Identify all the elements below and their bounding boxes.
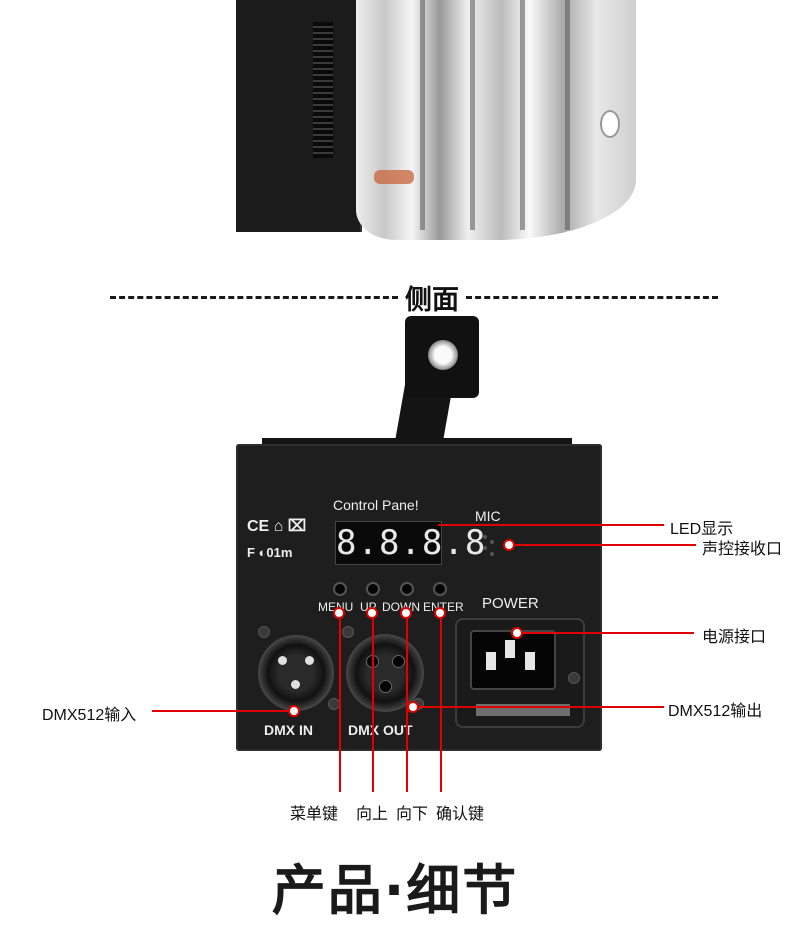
xlr-pin	[278, 656, 287, 665]
power-label: POWER	[482, 595, 539, 612]
power-pin	[505, 640, 515, 658]
dome-reflection	[374, 170, 414, 184]
callout-dot-power	[511, 627, 523, 639]
section-title: 产品·细节	[271, 859, 519, 922]
power-pin	[525, 652, 535, 670]
callout-dot-down	[400, 607, 412, 619]
bracket-hole	[428, 340, 458, 370]
callout-dot-menu	[333, 607, 345, 619]
callout-line-dmx-in	[152, 710, 294, 712]
mic-hole	[483, 535, 487, 539]
light-housing	[236, 0, 362, 232]
callout-dot-enter	[434, 607, 446, 619]
callout-label-enter: 确认键	[436, 806, 485, 823]
callout-line-up	[372, 612, 374, 792]
callout-dot-dmx-out	[407, 701, 419, 713]
panel-title: Control Pane!	[333, 497, 419, 513]
enter-button[interactable]	[433, 582, 447, 596]
callout-label-power: 电源接口	[702, 629, 767, 646]
callout-line-dmx-out	[414, 706, 664, 708]
callout-label-up: 向上	[356, 806, 389, 823]
dmx-out-label: DMX OUT	[348, 722, 413, 738]
callout-dot-mic	[503, 539, 515, 551]
cert-marks: CE ⌂ ⌧	[247, 518, 307, 535]
dmx-in-label: DMX IN	[264, 722, 313, 738]
mic-hole	[490, 540, 494, 544]
callout-label-menu: 菜单键	[290, 806, 339, 823]
power-inlet[interactable]	[470, 630, 556, 690]
heading-dash-left	[110, 296, 398, 299]
section-heading: 侧面	[405, 285, 459, 316]
callout-line-led	[438, 524, 664, 526]
callout-label-mic: 声控接收口	[702, 541, 783, 558]
dome-glare	[600, 110, 620, 138]
xlr-socket	[392, 655, 405, 668]
vent-grille	[313, 22, 333, 158]
callout-dot-dmx-in	[288, 705, 300, 717]
xlr-pin	[305, 656, 314, 665]
callout-line-mic	[510, 544, 696, 546]
callout-line-enter	[440, 612, 442, 792]
dome-segment	[520, 0, 525, 230]
callout-label-led: LED显示	[670, 521, 734, 538]
callout-label-dmx-in: DMX512输入	[42, 707, 137, 724]
dome-segment	[565, 0, 570, 230]
enter-button-label: ENTER	[423, 600, 464, 614]
mic-hole	[483, 546, 487, 550]
heading-dash-right	[466, 296, 718, 299]
dome-segment	[470, 0, 475, 230]
screw	[258, 626, 270, 638]
xlr-socket	[379, 680, 392, 693]
screw	[342, 626, 354, 638]
callout-dot-up	[366, 607, 378, 619]
up-button[interactable]	[366, 582, 380, 596]
callout-line-menu	[339, 612, 341, 792]
callout-line-power	[518, 632, 694, 634]
power-pin	[486, 652, 496, 670]
dmx-in-connector[interactable]	[258, 635, 334, 711]
cert-marks-2: F ◐01m	[247, 545, 293, 560]
menu-button[interactable]	[333, 582, 347, 596]
callout-label-down: 向下	[396, 806, 429, 823]
dome-segment	[420, 0, 425, 230]
down-button[interactable]	[400, 582, 414, 596]
xlr-pin	[291, 680, 300, 689]
mic-hole	[490, 552, 494, 556]
callout-line-down	[406, 612, 408, 792]
led-display: 8.8.8.8	[335, 521, 487, 565]
dmx-out-connector[interactable]	[346, 634, 424, 712]
mic-label: MIC	[475, 508, 501, 524]
light-dome	[356, 0, 636, 240]
box-lid	[262, 438, 572, 448]
callout-label-dmx-out: DMX512输出	[668, 703, 763, 720]
screw	[568, 672, 580, 684]
